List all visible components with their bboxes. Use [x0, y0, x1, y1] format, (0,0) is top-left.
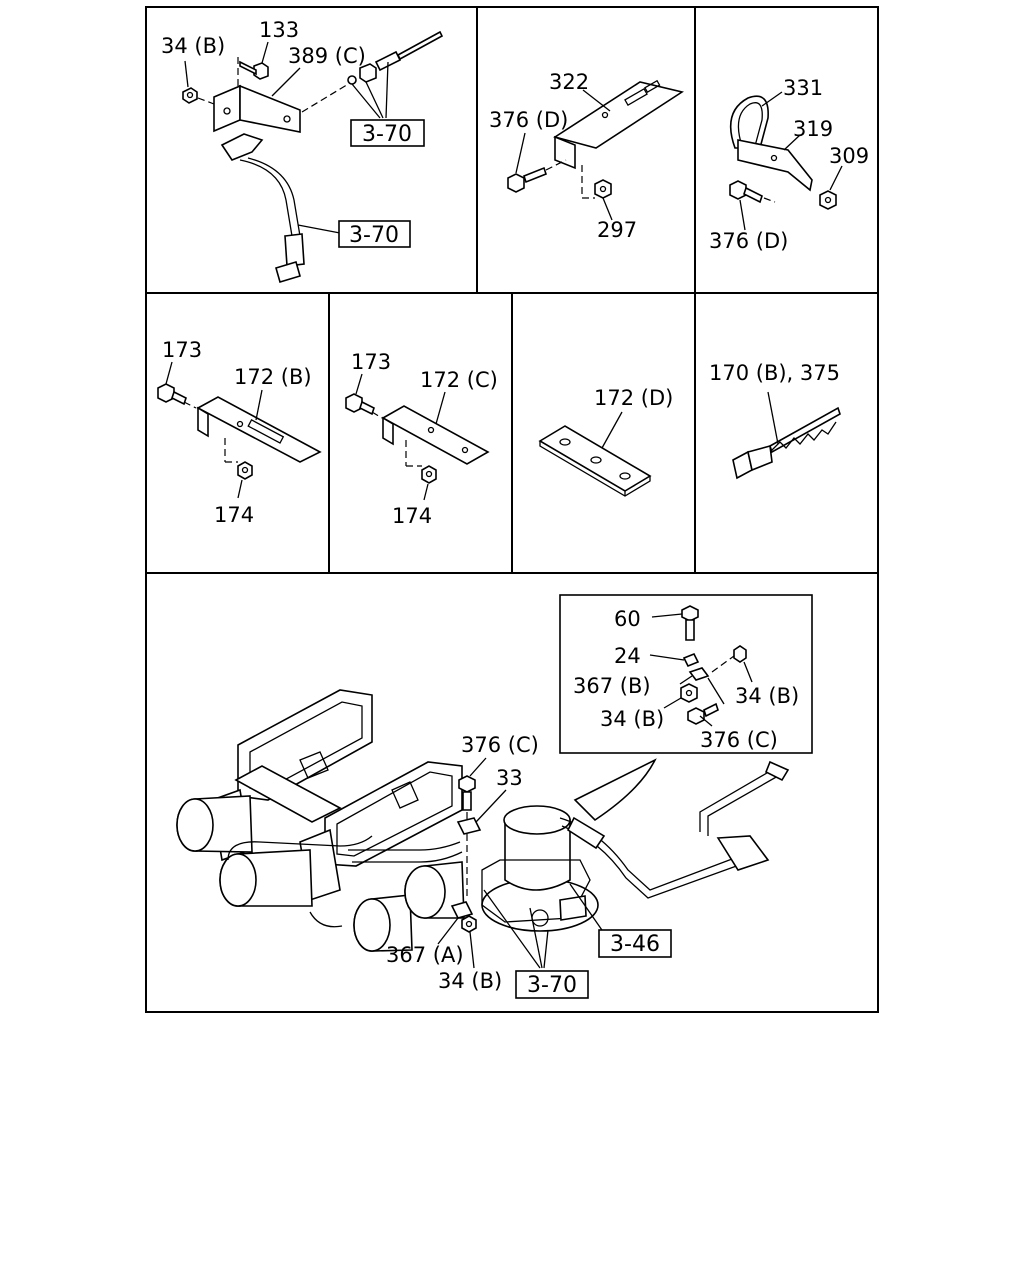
ref-box-3-70-upper: 3-70: [350, 119, 425, 147]
label-376c-inset: 376 (C): [700, 728, 778, 752]
label-133: 133: [259, 18, 299, 42]
bolt-part: [157, 361, 197, 409]
label-34b-main: 34 (B): [438, 969, 502, 993]
ref-3-46: 3-46: [610, 932, 660, 957]
bolt-part: [345, 373, 383, 419]
label-297: 297: [597, 218, 637, 242]
ref-3-70-lower: 3-70: [349, 223, 399, 248]
label-367b: 367 (B): [573, 674, 651, 698]
label-376c: 376 (C): [461, 733, 539, 757]
label-172b: 172 (B): [234, 365, 312, 389]
nut-part: [819, 165, 843, 210]
nut-part: [663, 683, 698, 709]
nut-part: [581, 165, 613, 221]
ref-3-70-upper: 3-70: [362, 122, 412, 147]
panel-3: 331 319 309 376 (D): [709, 76, 869, 253]
label-376d: 376 (D): [489, 108, 568, 132]
label-367a: 367 (A): [386, 943, 464, 967]
clamp-band-part: [729, 91, 783, 149]
bolt-part: [507, 132, 567, 193]
pipe-right: [559, 760, 790, 899]
main-assembly-panel: 60 24 367 (B) 34 (B) 34 (B) 376 (C): [176, 594, 813, 999]
label-322: 322: [549, 70, 589, 94]
label-170b-375: 170 (B), 375: [709, 361, 840, 385]
leader-line: [483, 889, 541, 969]
bolt-part: [458, 757, 487, 900]
label-34b: 34 (B): [161, 34, 225, 58]
bracket-part: [213, 67, 356, 133]
label-60: 60: [614, 607, 641, 631]
ref-box-3-46: 3-46: [598, 929, 672, 958]
bracket-part: [381, 391, 490, 465]
label-376d-p3: 376 (D): [709, 229, 788, 253]
panel-2: 322 376 (D) 297: [489, 70, 684, 242]
nut-part: [405, 440, 437, 501]
label-319: 319: [793, 117, 833, 141]
label-309: 309: [829, 144, 869, 168]
inset-leader: [573, 758, 657, 822]
label-331: 331: [783, 76, 823, 100]
label-33: 33: [496, 766, 523, 790]
frame-assembly: [176, 689, 465, 952]
bolt-part: [729, 180, 776, 231]
leader-line: [543, 929, 549, 969]
panel-7: 170 (B), 375: [709, 361, 841, 480]
ref-3-70-main: 3-70: [527, 973, 577, 998]
label-174-p5: 174: [392, 504, 432, 528]
bracket-part: [553, 79, 684, 170]
bolt-part: [237, 41, 269, 96]
label-172c: 172 (C): [420, 368, 498, 392]
clip-part: [456, 789, 507, 835]
label-34b-inset-left: 34 (B): [600, 707, 664, 731]
nut-part: [182, 60, 215, 105]
nut-part: [224, 438, 253, 499]
label-24: 24: [614, 644, 641, 668]
ref-box-3-70-main: 3-70: [515, 970, 589, 999]
panel-frames: [145, 6, 879, 1013]
inset-detail: 60 24 367 (B) 34 (B) 34 (B) 376 (C): [559, 594, 813, 754]
clip-part: [679, 667, 710, 685]
panel-4: 173 172 (B) 174: [157, 338, 322, 527]
bracket-part: [196, 389, 322, 463]
panel-1: 34 (B) 133 389 (C) 3-70 3-70: [161, 18, 444, 283]
label-172d: 172 (D): [594, 386, 673, 410]
panel-5: 173 172 (C) 174: [345, 350, 498, 528]
cable-tie-part: [732, 391, 841, 480]
plate-part: [437, 901, 474, 945]
label-173-p5: 173: [351, 350, 391, 374]
leader-line: [529, 907, 543, 969]
label-173: 173: [162, 338, 202, 362]
hose-part: [220, 133, 341, 283]
fitting-part: [347, 30, 444, 119]
label-389c: 389 (C): [288, 44, 366, 68]
nut-part: [461, 915, 477, 969]
bolt-part: [687, 677, 725, 727]
bracket-part: [737, 134, 813, 192]
label-174: 174: [214, 503, 254, 527]
bolt-part: [651, 605, 699, 641]
washer-part: [649, 652, 700, 668]
plate-part: [538, 411, 652, 497]
panel-6: 172 (D): [538, 386, 673, 497]
nut-part: [711, 645, 753, 683]
ref-box-3-70-lower: 3-70: [338, 220, 411, 248]
label-34b-inset-right: 34 (B): [735, 684, 799, 708]
